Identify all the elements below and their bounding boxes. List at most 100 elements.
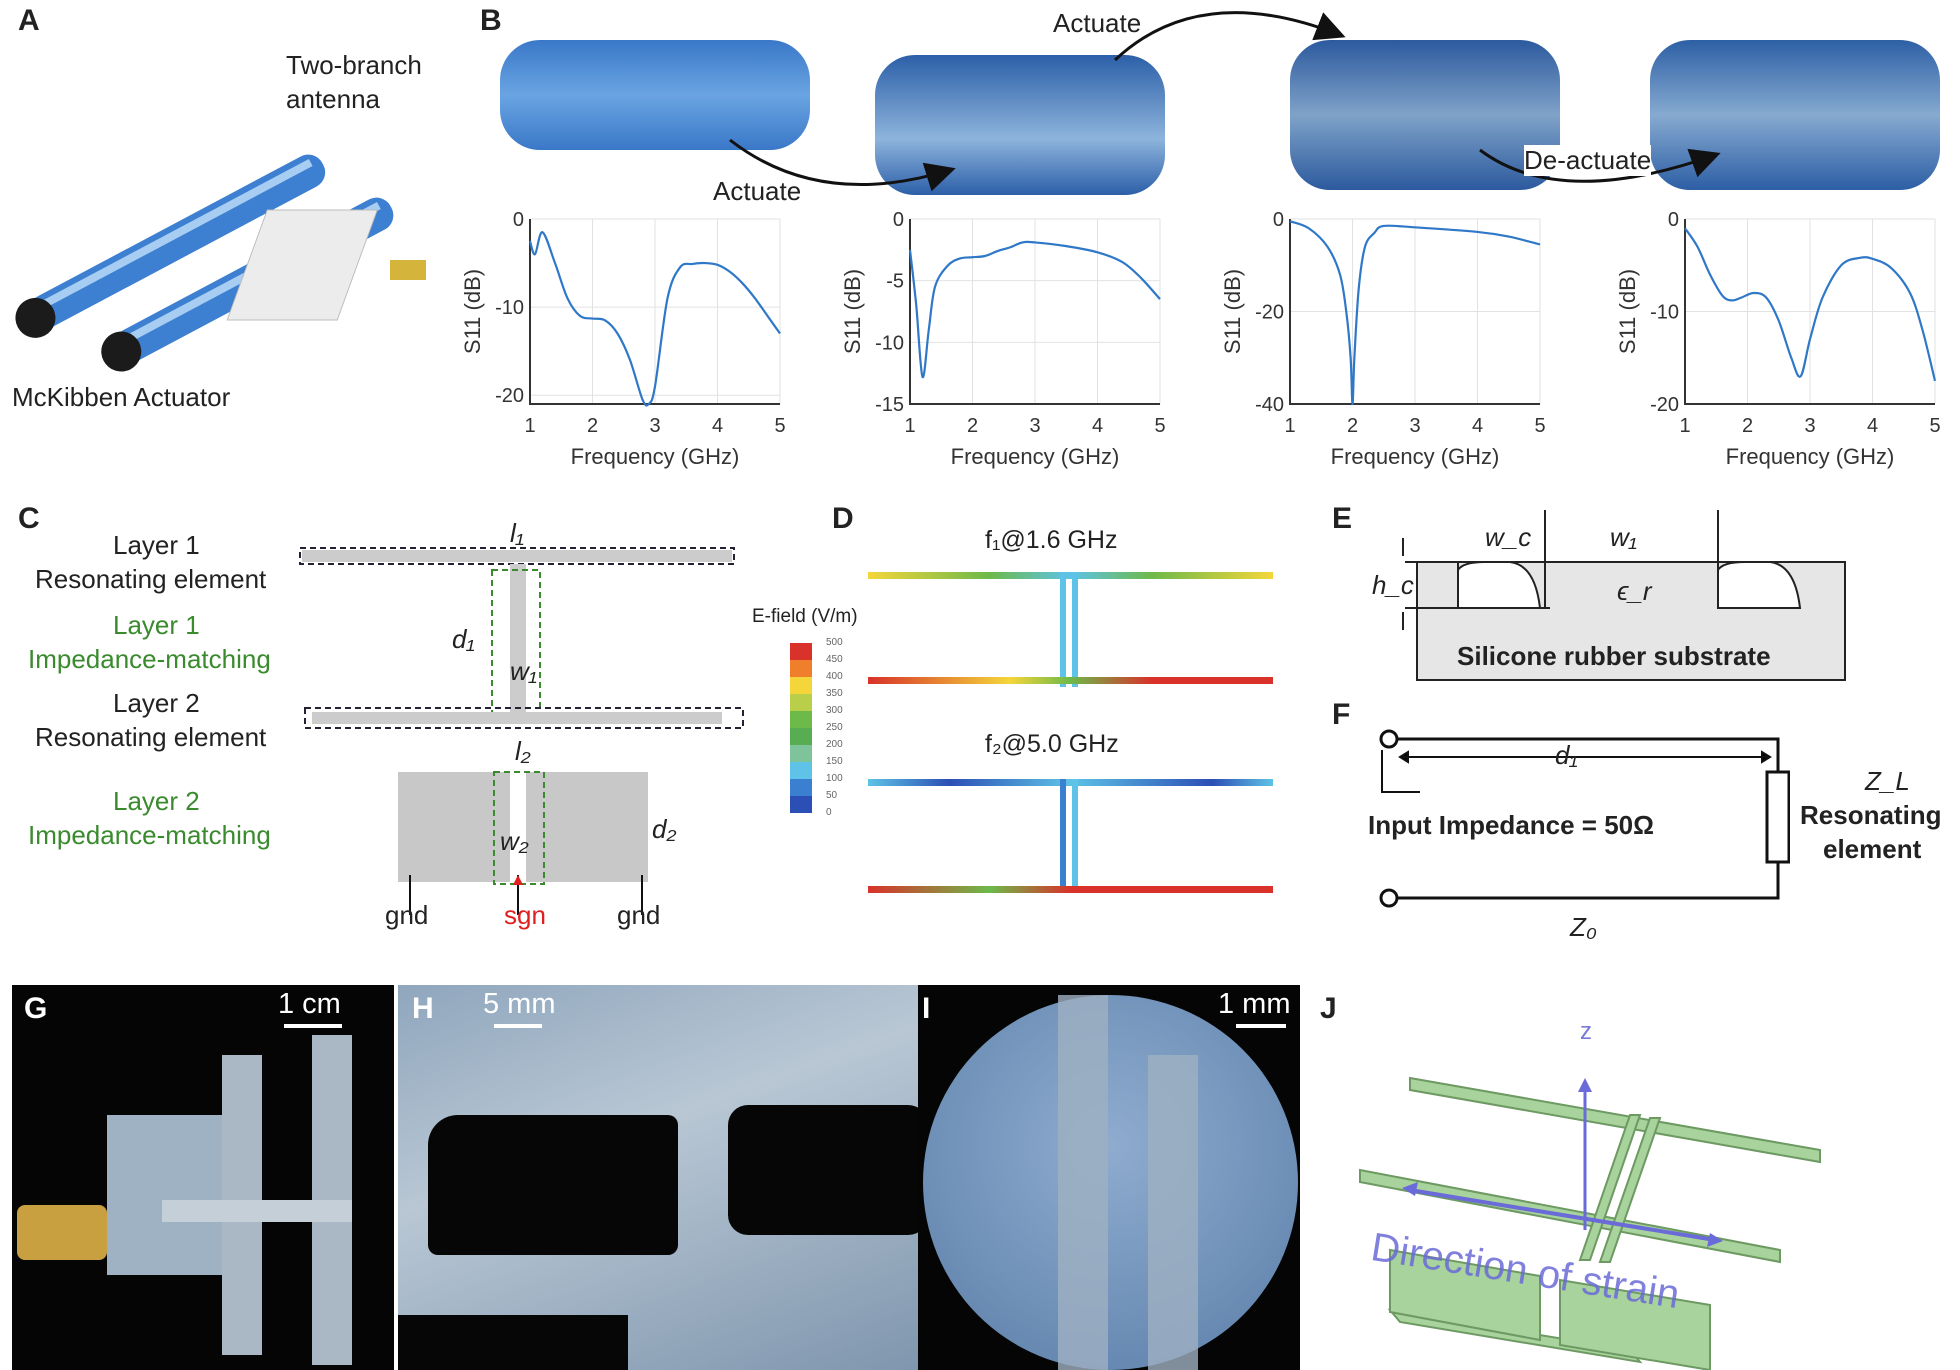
colorbar-tick-label: 200 [826, 739, 843, 750]
zl-label: Z_L [1865, 766, 1910, 796]
x-tick-label: 2 [1742, 415, 1753, 437]
z-axis-label: z [1580, 1018, 1592, 1045]
panel-label-c: C [18, 502, 40, 535]
f2-label: f₂@5.0 GHz [985, 730, 1119, 758]
x-tick-label: 3 [1409, 415, 1420, 437]
x-tick-label: 2 [967, 415, 978, 437]
layer2-imp-label: Layer 2 [113, 786, 200, 816]
actuator-antenna-render [10, 120, 440, 380]
colorbar-swatch [790, 779, 812, 796]
y-axis-label: S11 (dB) [1220, 269, 1245, 354]
scale-bar-i-line [1236, 1024, 1286, 1028]
y-tick-label: 0 [513, 209, 524, 231]
y-axis-label: S11 (dB) [840, 269, 865, 354]
colorbar-tick-label: 400 [826, 671, 843, 682]
x-tick-label: 2 [587, 415, 598, 437]
antenna-3d-model [1359, 1076, 1821, 1370]
x-tick-label: 4 [1867, 415, 1878, 437]
colorbar-swatch [790, 694, 812, 711]
colorbar-tick-label: 500 [826, 637, 843, 648]
x-tick-label: 5 [1154, 415, 1165, 437]
x-tick-label: 1 [904, 415, 915, 437]
antenna-photo-feed [162, 1200, 352, 1222]
x-tick-label: 3 [1804, 415, 1815, 437]
substrate-label: Silicone rubber substrate [1457, 641, 1771, 671]
s11-curve [1289, 220, 1541, 406]
l2-label: l₂ [515, 736, 531, 766]
x-axis-label: Frequency (GHz) [1331, 444, 1500, 469]
axes [529, 219, 780, 405]
photo-i [918, 985, 1300, 1370]
y-tick-label: -10 [495, 297, 524, 319]
colorbar-swatch [790, 711, 812, 728]
d2-label: d₂ [652, 814, 677, 844]
photo-g [12, 985, 394, 1370]
colorbar-tick-label: 350 [826, 688, 843, 699]
panel-label-i: I [922, 992, 931, 1025]
layer1-imp-label: Layer 1 [113, 610, 200, 640]
circuit-diagram [1379, 729, 1790, 908]
y-tick-label: -40 [1255, 394, 1284, 416]
colorbar-swatch [790, 677, 812, 694]
x-tick-label: 5 [1534, 415, 1545, 437]
panel-label-f: F [1332, 698, 1351, 731]
w1-label: w₁ [510, 656, 537, 686]
x-tick-label: 4 [1092, 415, 1103, 437]
gnd-right-label: gnd [617, 900, 661, 930]
y-tick-label: 0 [1273, 209, 1284, 231]
res-element-1-label: Resonating element [35, 564, 267, 594]
panel-label-g: G [24, 992, 48, 1025]
s11-curve [528, 231, 781, 407]
scale-bar-h-line [494, 1024, 542, 1028]
colorbar-tick-label: 250 [826, 722, 843, 733]
colorbar-tick-label: 300 [826, 705, 843, 716]
panel-label-b: B [480, 4, 502, 37]
colorbar-swatch [790, 745, 812, 762]
x-tick-label: 2 [1347, 415, 1358, 437]
colorbar-swatch [790, 728, 812, 745]
deactuate-label: De-actuate [1524, 145, 1652, 176]
z0-label: Z₀ [1570, 912, 1597, 942]
colorbar-swatch [790, 796, 812, 813]
x-tick-label: 3 [649, 415, 660, 437]
gnd-left-label: gnd [385, 900, 429, 930]
scale-bar-g: 1 cm [278, 988, 341, 1020]
actuator-photo-state-3 [1290, 40, 1560, 190]
layer2-label: Layer 2 [113, 688, 200, 718]
panel-label-d: D [832, 502, 854, 535]
scale-bar-i: 1 mm [1218, 988, 1291, 1020]
permittivity-label: ϵ_r [1617, 576, 1652, 606]
axes [1289, 219, 1540, 405]
l1-label: l₁ [510, 518, 524, 548]
y-tick-label: -20 [1650, 394, 1679, 416]
colorbar-tick-label: 150 [826, 756, 843, 767]
s11-curve [1684, 227, 1937, 382]
actuate-label-1: Actuate [713, 176, 802, 206]
resonating-label-2: element [1823, 834, 1922, 864]
actuator-render-svg [15, 154, 426, 372]
x-axis-label: Frequency (GHz) [1726, 444, 1895, 469]
x-axis-label: Frequency (GHz) [951, 444, 1120, 469]
x-tick-label: 4 [712, 415, 723, 437]
scale-bar-g-line [284, 1024, 342, 1028]
d1-label-f: d₁ [1555, 740, 1578, 770]
wc-label: w_c [1485, 522, 1532, 552]
input-impedance-label: Input Impedance = 50Ω [1368, 810, 1654, 840]
actuator-label: McKibben Actuator [12, 382, 231, 412]
panel-label-h: H [412, 992, 434, 1025]
y-tick-label: -20 [1255, 302, 1284, 324]
sma-connector-photo [17, 1205, 107, 1260]
colorbar-swatch [790, 762, 812, 779]
x-tick-label: 3 [1029, 415, 1040, 437]
photo-h [398, 985, 918, 1370]
s11-curve [908, 240, 1161, 378]
colorbar-tick-label: 100 [826, 773, 843, 784]
x-axis-label: Frequency (GHz) [571, 444, 740, 469]
sgn-label: sgn [504, 900, 546, 930]
y-tick-label: 0 [893, 209, 904, 231]
f1-label: f₁@1.6 GHz [985, 526, 1118, 554]
antenna-label-1: Two-branch [286, 50, 422, 80]
